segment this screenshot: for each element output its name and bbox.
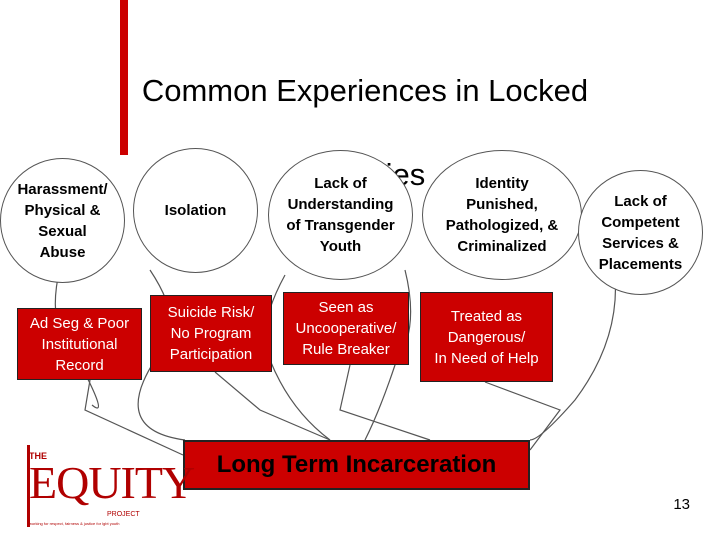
circle-harassment: Harassment/ Physical & Sexual Abuse [0,158,125,283]
outcome-label: Long Term Incarceration [216,451,497,478]
outcome-box: Long Term Incarceration [183,440,530,490]
circle-identity-label: Identity Punished, Pathologized, & Crimi… [445,175,559,255]
page-title-line-1: Common Experiences in Locked [141,73,589,108]
connector-uncooperative-out [339,364,431,441]
circle-lack-understanding: Lack of Understanding of Transgender You… [268,150,413,280]
box-dangerous: Treated as Dangerous/ In Need of Help [420,292,553,382]
box-dangerous-label: Treated as Dangerous/ In Need of Help [434,307,539,367]
circle-identity: Identity Punished, Pathologized, & Crimi… [422,150,582,280]
box-suicide-risk-label: Suicide Risk/ No Program Participation [167,304,255,363]
box-uncooperative: Seen as Uncooperative/ Rule Breaker [283,292,409,365]
circle-lack-understanding-label: Lack of Understanding of Transgender You… [286,175,395,255]
logo-bar [27,445,30,527]
circle-isolation-label: Isolation [164,202,227,219]
connector-suicide-out [214,371,331,441]
logo-the: THE [29,451,47,461]
circle-lack-services: Lack of Competent Services & Placements [578,170,703,295]
circle-harassment-label: Harassment/ Physical & Sexual Abuse [17,180,108,261]
box-ad-seg-label: Ad Seg & Poor Institutional Record [29,314,130,374]
logo-project: PROJECT [107,511,140,518]
box-ad-seg: Ad Seg & Poor Institutional Record [17,308,142,380]
logo-tagline: working for respect, fairness & justice … [29,521,120,526]
title-accent-bar [120,0,128,155]
connector-dangerous-out [484,381,561,451]
page-number: 13 [673,496,690,513]
equity-project-logo: THE EQUITY PROJECT working for respect, … [27,445,195,527]
circle-isolation: Isolation [133,148,258,273]
connector-adseg-out [84,379,184,456]
logo-word: EQUITY [29,457,195,508]
circle-lack-services-label: Lack of Competent Services & Placements [598,192,683,273]
box-suicide-risk: Suicide Risk/ No Program Participation [150,295,272,372]
box-uncooperative-label: Seen as Uncooperative/ Rule Breaker [295,299,397,358]
